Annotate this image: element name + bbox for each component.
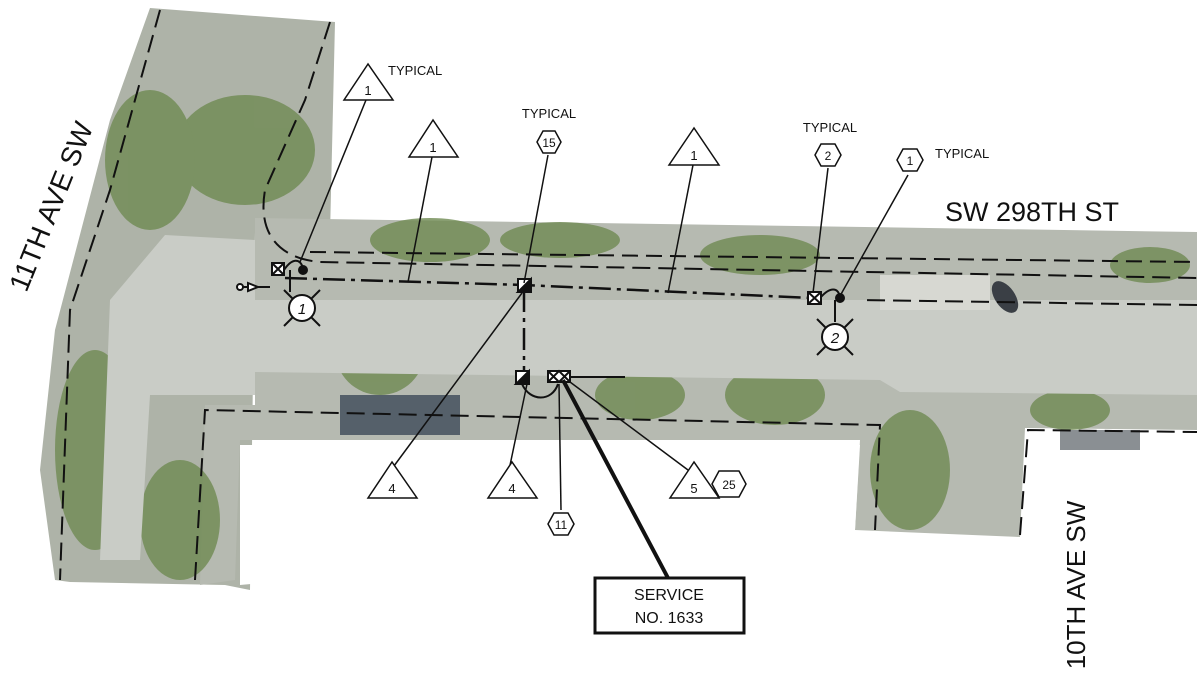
callout-1b-number: 1 — [429, 140, 436, 155]
typical-note-1: TYPICAL — [388, 63, 442, 78]
callout-triangle-1a — [342, 62, 395, 101]
typical-note-2: TYPICAL — [522, 106, 576, 121]
callout-triangle-1c — [667, 126, 721, 166]
callout-triangle-1b — [407, 118, 460, 158]
callout-triangle-4b — [486, 460, 539, 499]
callout-numbers: 1 1 1 15 2 1 4 4 11 5 25 — [364, 83, 913, 532]
streetlight-2 — [821, 323, 849, 351]
service-box-line1: SERVICE — [634, 587, 704, 604]
callout-15-number: 15 — [542, 136, 556, 150]
streetlight-2-number: 2 — [830, 330, 840, 347]
callout-4a-number: 4 — [388, 481, 395, 496]
callout-hexagon-2 — [814, 143, 842, 167]
non-photo-area — [240, 445, 860, 585]
callout-hex1-number: 1 — [907, 154, 914, 168]
callout-1c-number: 1 — [690, 148, 697, 163]
callout-shapes — [342, 62, 924, 536]
callout-1a-number: 1 — [364, 83, 371, 98]
typical-note-4: TYPICAL — [935, 146, 989, 161]
streetlight-1-number: 1 — [298, 301, 306, 318]
callout-hexagon-11 — [547, 512, 575, 536]
pavement — [100, 235, 1197, 560]
street-label-sw-298th: SW 298TH ST — [945, 197, 1119, 227]
callout-5-number: 5 — [690, 481, 697, 496]
callout-triangle-4a — [366, 460, 419, 499]
leader-lines — [299, 99, 909, 511]
typical-notes: TYPICAL TYPICAL TYPICAL TYPICAL — [388, 63, 989, 161]
street-label-10th-ave: 10TH AVE SW — [1061, 500, 1091, 669]
equipment — [236, 259, 854, 399]
callout-2-number: 2 — [825, 149, 832, 163]
service-cabinet — [547, 370, 571, 383]
callout-triangle-5 — [668, 460, 721, 499]
callout-hexagon-1 — [896, 148, 924, 172]
service-callout-box: SERVICE NO. 1633 — [593, 576, 746, 635]
typical-note-3: TYPICAL — [803, 120, 857, 135]
service-leader — [561, 379, 670, 579]
streetlight-1 — [288, 294, 316, 322]
callout-11-number: 11 — [555, 518, 568, 532]
callout-25-number: 25 — [722, 478, 736, 492]
callout-hexagon-15 — [536, 130, 562, 154]
aerial-photo — [40, 8, 1197, 590]
callout-4b-number: 4 — [508, 481, 515, 496]
callout-hexagon-25 — [711, 470, 747, 498]
service-box-line2: NO. 1633 — [635, 610, 704, 627]
right-of-way-lines — [59, 9, 1197, 581]
